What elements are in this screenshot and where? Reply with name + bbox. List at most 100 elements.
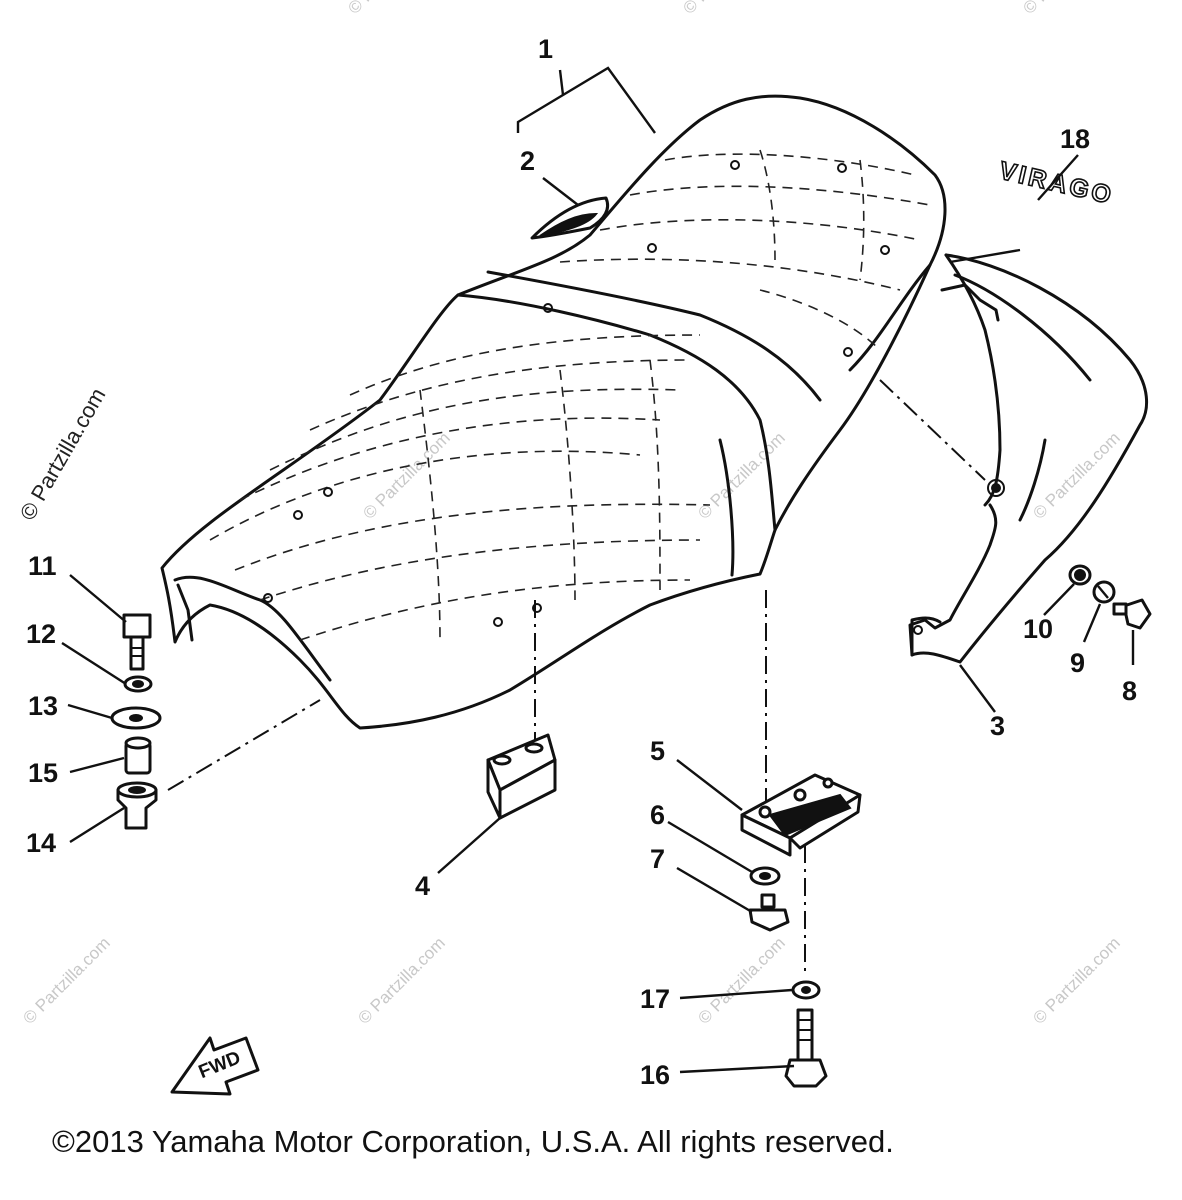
- seat-seam: [759, 289, 881, 351]
- bolt-16: [784, 1008, 828, 1088]
- nut: [1122, 598, 1152, 630]
- tail-cowl-rim: [953, 273, 1092, 382]
- callout-2: 2: [520, 146, 535, 176]
- watermark-tile: © Partzilla.com: [694, 933, 788, 1027]
- seat-outline: [160, 94, 947, 730]
- nut-8: [1112, 598, 1152, 630]
- tail-cowl-bracket: [940, 283, 1000, 322]
- bracket-5: [740, 773, 862, 857]
- seat-seam: [309, 359, 691, 431]
- damper-4: [486, 733, 557, 820]
- seat-seam: [259, 539, 701, 601]
- callout-18: 18: [1060, 124, 1090, 154]
- seat-seam: [559, 369, 576, 601]
- seat-strap-shadow: [539, 212, 599, 237]
- seat-seam: [349, 334, 701, 396]
- callout-17: 17: [640, 984, 670, 1014]
- watermark-tile: © Partzilla.com: [679, 0, 773, 18]
- rivet: [532, 603, 542, 613]
- callout-10: 10: [1023, 614, 1053, 644]
- rivet: [493, 617, 503, 627]
- seat-assembly: [160, 94, 947, 730]
- bolt-11: [122, 613, 152, 671]
- tail-cowl-edge: [1018, 438, 1047, 522]
- nut-7: [748, 893, 790, 932]
- seat-underside: [173, 575, 332, 682]
- seat-rivets: [263, 160, 890, 627]
- collar-13: [110, 706, 162, 730]
- alignment-line: [167, 699, 321, 791]
- rivet: [543, 303, 553, 313]
- tail-cowl-mount-center: [991, 483, 1001, 493]
- bracket-lip: [740, 813, 792, 857]
- bolt-shank: [129, 635, 145, 671]
- rivet: [263, 593, 273, 603]
- seat-front-lip: [176, 583, 194, 642]
- rivet: [647, 243, 657, 253]
- watermark-side: © Partzilla.com: [15, 384, 111, 525]
- rivet: [293, 510, 303, 520]
- callout-14: 14: [26, 828, 56, 858]
- watermark-tile: © Partzilla.com: [1029, 933, 1123, 1027]
- grommet-14: [116, 781, 158, 830]
- seat-seam: [299, 579, 691, 641]
- callout-1: 1: [538, 34, 553, 64]
- emblem-text: VIRAGO: [997, 157, 1117, 211]
- copyright-notice: ©2013 Yamaha Motor Corporation, U.S.A. A…: [52, 1124, 894, 1159]
- leader-lines: [61, 66, 1135, 1074]
- washer-6: [749, 866, 781, 886]
- tail-cowl-lower: [910, 616, 942, 657]
- seat-seam: [629, 185, 931, 206]
- seat-seam: [239, 417, 661, 501]
- callout-5: 5: [650, 736, 665, 766]
- washer-12: [123, 675, 153, 693]
- bracket-rib: [768, 793, 852, 837]
- fwd-arrow: FWD: [170, 1036, 260, 1096]
- nut: [748, 908, 790, 932]
- rivet: [843, 347, 853, 357]
- callout-11: 11: [28, 551, 57, 581]
- callout-16: 16: [640, 1060, 670, 1090]
- bolt-shank: [796, 1008, 814, 1062]
- callout-4: 4: [415, 871, 430, 901]
- callout-15: 15: [28, 758, 58, 788]
- callout-8: 8: [1122, 676, 1137, 706]
- watermark-tile: © Partzilla.com: [359, 428, 453, 522]
- seat-strap: [530, 196, 609, 240]
- seat-seam: [234, 503, 711, 571]
- alignment-lines: [167, 379, 986, 975]
- callout-labels: 1 2 3 4 5 6 7 8 9 10 11 12 13 14 15 16 1…: [26, 34, 1137, 1090]
- rivet: [880, 245, 890, 255]
- alignment-line: [879, 379, 986, 481]
- watermark-tiles: © Partzilla.com © Partzilla.com © Partzi…: [19, 0, 1123, 1028]
- watermark-tile: © Partzilla.com: [354, 933, 448, 1027]
- tail-cowl-outline: [908, 253, 1149, 664]
- seat-seam: [269, 388, 681, 471]
- seat-step-band-top: [486, 270, 822, 402]
- spacer-15: [124, 736, 152, 775]
- bolt-head: [122, 613, 152, 639]
- watermark-tile: © Partzilla.com: [694, 428, 788, 522]
- rivet: [730, 160, 740, 170]
- callout-9: 9: [1070, 648, 1085, 678]
- watermark-tile: © Partzilla.com: [19, 933, 113, 1027]
- washer-17: [791, 980, 821, 1000]
- seat-rear-lip: [848, 263, 932, 372]
- fwd-arrow-outline: [170, 1036, 260, 1096]
- washer-10: [1068, 564, 1092, 586]
- watermark-tile: © Partzilla.com: [1019, 0, 1113, 18]
- tail-cowl: [908, 253, 1149, 664]
- bolt-head: [784, 1058, 828, 1088]
- tail-cowl-mount-hole: [987, 479, 1005, 497]
- callout-6: 6: [650, 800, 665, 830]
- seat-side-panel: [718, 438, 735, 577]
- seat-seam: [759, 149, 776, 261]
- watermark-tile: © Partzilla.com: [344, 0, 438, 18]
- callout-13: 13: [28, 691, 58, 721]
- seat-seam: [649, 359, 661, 591]
- seat-seam: [209, 450, 641, 541]
- callout-12: 12: [26, 619, 56, 649]
- seat-seam: [664, 153, 916, 176]
- seat-seam: [559, 258, 901, 291]
